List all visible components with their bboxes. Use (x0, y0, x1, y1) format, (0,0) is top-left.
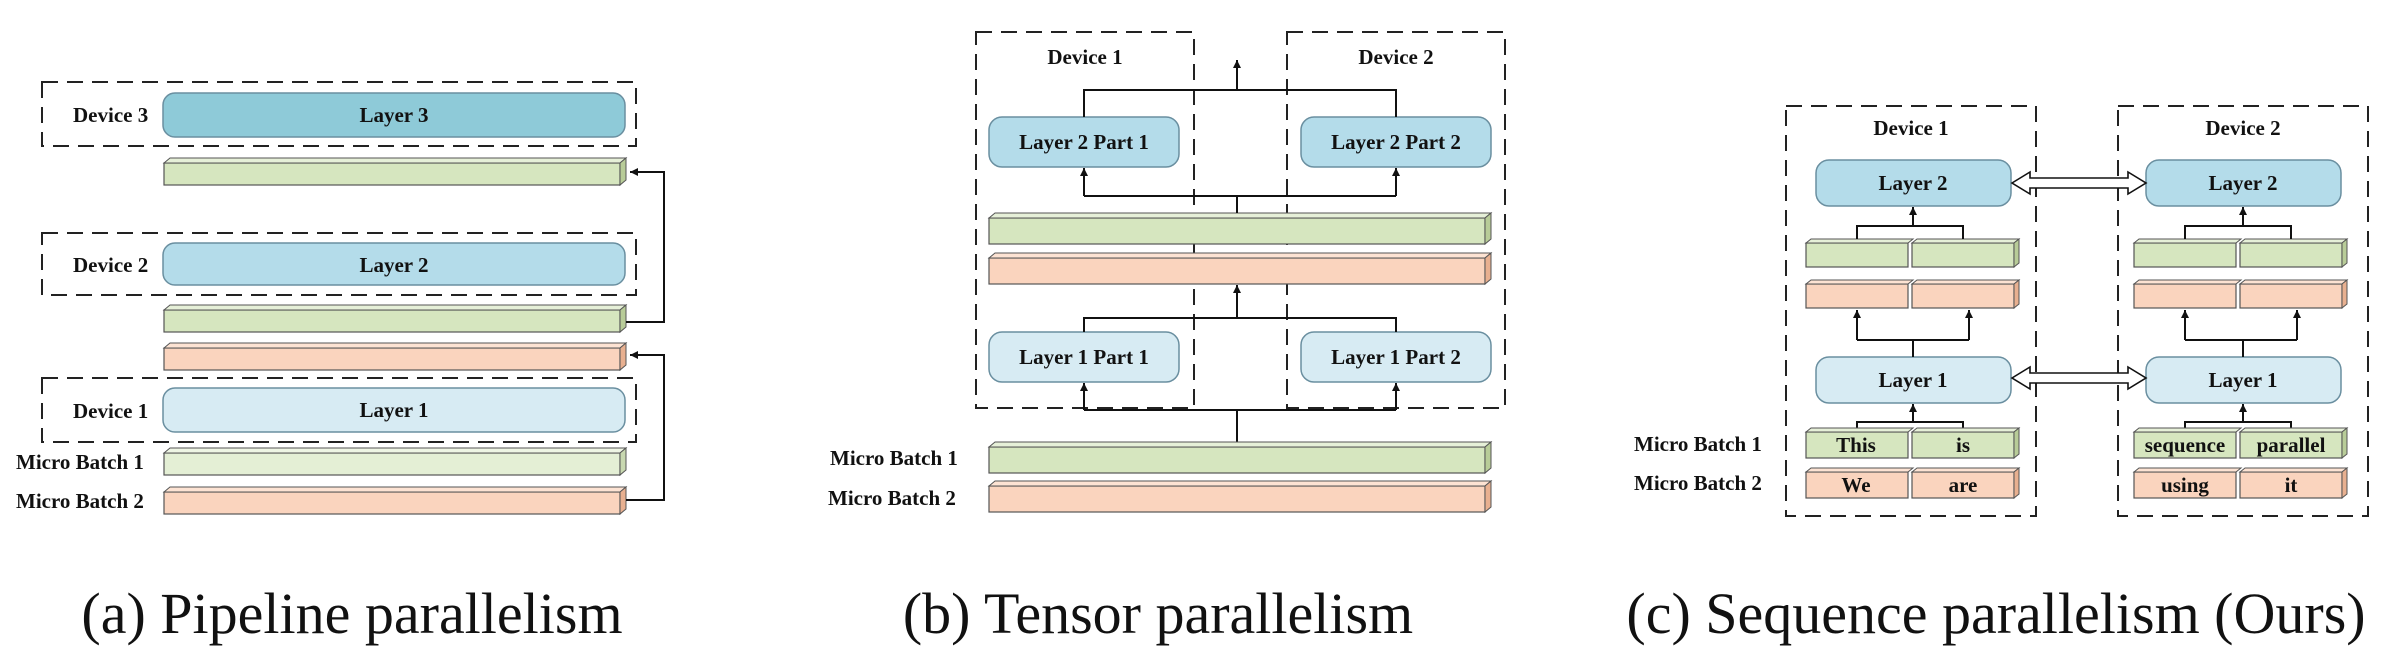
sequence-micro-batch-1-label: Micro Batch 1 (1634, 432, 1762, 456)
sequence-d2-merge-top (2184, 225, 2292, 239)
sequence-device2-label: Device 2 (2205, 116, 2280, 140)
pipeline-layer2 (162, 242, 626, 286)
pipeline-panel: Device 3 Layer 3 Device 2 Layer 2 Device… (16, 81, 665, 646)
pipeline-layer3 (162, 92, 626, 138)
sequence-d1-orange-blocks (1804, 278, 2021, 310)
sequence-layer1-device1-label: Layer 1 (1878, 368, 1947, 392)
sequence-token-block-it (2238, 466, 2349, 500)
sequence-layer1-device2-label: Layer 1 (2208, 368, 2277, 392)
tensor-orange-bar (987, 251, 1493, 286)
sequence-device2-box (2117, 105, 2369, 517)
sequence-token-is: is (1956, 433, 1970, 457)
sequence-micro-batch-2-label: Micro Batch 2 (1634, 471, 1762, 495)
sequence-d1-green-blocks (1804, 237, 2021, 269)
sequence-caption: (c) Sequence parallelism (Ours) (1626, 581, 2365, 646)
tensor-micro-batch-1-label: Micro Batch 1 (830, 446, 958, 470)
tensor-green-bar (987, 211, 1493, 246)
sequence-layer2-device1-label: Layer 2 (1878, 171, 1947, 195)
tensor-layer2-part1-label: Layer 2 Part 1 (1019, 130, 1149, 154)
tensor-micro-batch-2-bar (987, 479, 1493, 514)
sequence-token-it: it (2285, 473, 2298, 497)
sequence-token-block-this (1804, 427, 1915, 459)
sequence-token-block-we (1804, 467, 1915, 499)
sequence-d1-merge-top (1856, 225, 1964, 239)
tensor-panel: Device 1 Device 2 Layer 2 Part 1 Layer 2… (828, 31, 1506, 646)
pipeline-micro-batch-1-bar (162, 446, 628, 477)
pipeline-activation-bar-l1-orange (162, 341, 628, 372)
sequence-d2-green-blocks (2132, 237, 2349, 269)
tensor-micro-batch-2-label: Micro Batch 2 (828, 486, 956, 510)
tensor-caption: (b) Tensor parallelism (903, 581, 1413, 646)
pipeline-device1-label: Device 1 (73, 399, 148, 423)
tensor-layer1-part2-label: Layer 1 Part 2 (1331, 345, 1461, 369)
sequence-token-block-parallel (2238, 426, 2349, 460)
sequence-token-block-is (1910, 426, 2021, 460)
sequence-d2-input-merge (2184, 421, 2292, 432)
tensor-top-merge-line (1083, 89, 1397, 117)
sequence-layer2-device2-label: Layer 2 (2208, 171, 2277, 195)
pipeline-device3-label: Device 3 (73, 103, 148, 127)
pipeline-arrow-to-layer3 (626, 168, 665, 323)
sequence-token-block-are (1910, 466, 2021, 500)
sequence-token-sequence: sequence (2145, 433, 2226, 457)
sequence-token-this: This (1836, 433, 1876, 457)
pipeline-device1-box (41, 377, 637, 443)
pipeline-device2-label: Device 2 (73, 253, 148, 277)
sequence-token-we: We (1841, 473, 1870, 497)
sequence-token-using: using (2161, 473, 2209, 497)
pipeline-micro-batch-2-label: Micro Batch 2 (16, 489, 144, 513)
pipeline-device3-box (41, 81, 637, 147)
tensor-layer1-part1-label: Layer 1 Part 1 (1019, 345, 1149, 369)
tensor-device1-label: Device 1 (1047, 45, 1122, 69)
sequence-ring-arrow-layer2 (2010, 170, 2148, 196)
sequence-device1-label: Device 1 (1873, 116, 1948, 140)
pipeline-activation-bar-l1-green (162, 303, 628, 334)
pipeline-micro-batch-2-bar (162, 485, 628, 516)
pipeline-activation-bar-l2 (162, 156, 628, 187)
tensor-merge1-line (1083, 317, 1397, 332)
pipeline-layer1-label: Layer 1 (359, 398, 428, 422)
pipeline-device2-box (41, 232, 637, 296)
pipeline-layer2-label: Layer 2 (359, 253, 428, 277)
sequence-device1-box (1785, 105, 2037, 517)
sequence-token-block-sequence (2132, 427, 2243, 459)
sequence-token-parallel: parallel (2257, 433, 2326, 457)
tensor-micro-batch-1-bar (987, 440, 1493, 475)
sequence-d1-input-merge (1856, 421, 1964, 432)
tensor-device2-label: Device 2 (1358, 45, 1433, 69)
pipeline-micro-batch-1-label: Micro Batch 1 (16, 450, 144, 474)
sequence-token-are: are (1949, 473, 1978, 497)
pipeline-caption: (a) Pipeline parallelism (81, 581, 622, 646)
pipeline-layer1 (162, 387, 626, 433)
sequence-d2-orange-blocks (2132, 278, 2349, 310)
sequence-ring-arrow-layer1 (2010, 365, 2148, 391)
sequence-token-block-using (2132, 467, 2243, 499)
pipeline-arrow-to-layer2 (626, 351, 665, 501)
sequence-panel: Device 1 Device 2 Layer 2 Layer 2 Layer … (1626, 105, 2369, 646)
pipeline-layer3-label: Layer 3 (359, 103, 428, 127)
tensor-layer2-part2-label: Layer 2 Part 2 (1331, 130, 1461, 154)
